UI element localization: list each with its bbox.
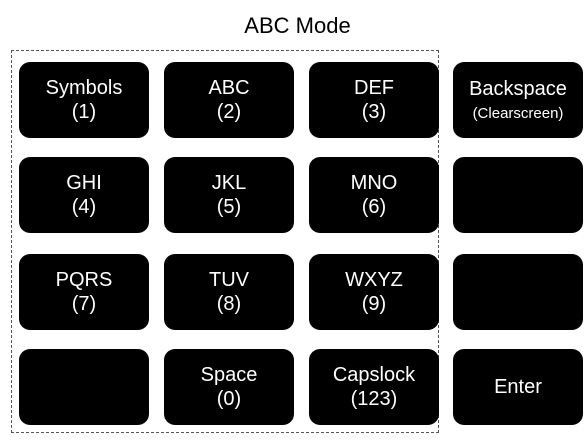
key-label: WXYZ (345, 269, 403, 291)
key-sublabel: (Clearscreen) (472, 105, 564, 122)
key-label: MNO (350, 172, 398, 194)
key-symbols[interactable]: Symbols (1) (19, 62, 149, 138)
key-capslock[interactable]: Capslock (123) (309, 349, 439, 425)
key-sublabel: (0) (216, 388, 242, 410)
keypad-group-frame (11, 50, 439, 433)
key-label: Enter (494, 376, 542, 398)
key-mno[interactable]: MNO (6) (309, 157, 439, 233)
key-sublabel: (1) (71, 101, 97, 123)
key-blank-right-row3[interactable] (453, 254, 583, 330)
key-sublabel: (4) (71, 196, 97, 218)
key-abc[interactable]: ABC (2) (164, 62, 294, 138)
key-sublabel: (2) (216, 101, 242, 123)
key-blank-left-row4[interactable] (19, 349, 149, 425)
key-enter[interactable]: Enter (453, 349, 583, 425)
key-sublabel: (123) (350, 388, 398, 410)
key-sublabel: (9) (361, 293, 387, 315)
key-sublabel: (8) (216, 293, 242, 315)
key-ghi[interactable]: GHI (4) (19, 157, 149, 233)
key-label: TUV (209, 269, 249, 291)
key-sublabel: (3) (361, 101, 387, 123)
key-sublabel: (7) (71, 293, 97, 315)
key-def[interactable]: DEF (3) (309, 62, 439, 138)
key-backspace[interactable]: Backspace (Clearscreen) (453, 62, 583, 138)
key-sublabel: (5) (216, 196, 242, 218)
key-label: PQRS (55, 269, 113, 291)
key-label: JKL (211, 172, 247, 194)
key-sublabel: (6) (361, 196, 387, 218)
key-wxyz[interactable]: WXYZ (9) (309, 254, 439, 330)
key-pqrs[interactable]: PQRS (7) (19, 254, 149, 330)
key-label: ABC (208, 77, 250, 99)
key-label: DEF (354, 77, 394, 99)
mode-title: ABC Mode (244, 13, 351, 38)
key-label: GHI (66, 172, 102, 194)
key-label: Backspace (469, 78, 567, 100)
key-label: Symbols (45, 77, 123, 99)
key-label: Space (200, 364, 258, 386)
key-space[interactable]: Space (0) (164, 349, 294, 425)
key-blank-right-row2[interactable] (453, 157, 583, 233)
key-jkl[interactable]: JKL (5) (164, 157, 294, 233)
key-label: Capslock (332, 364, 416, 386)
key-tuv[interactable]: TUV (8) (164, 254, 294, 330)
